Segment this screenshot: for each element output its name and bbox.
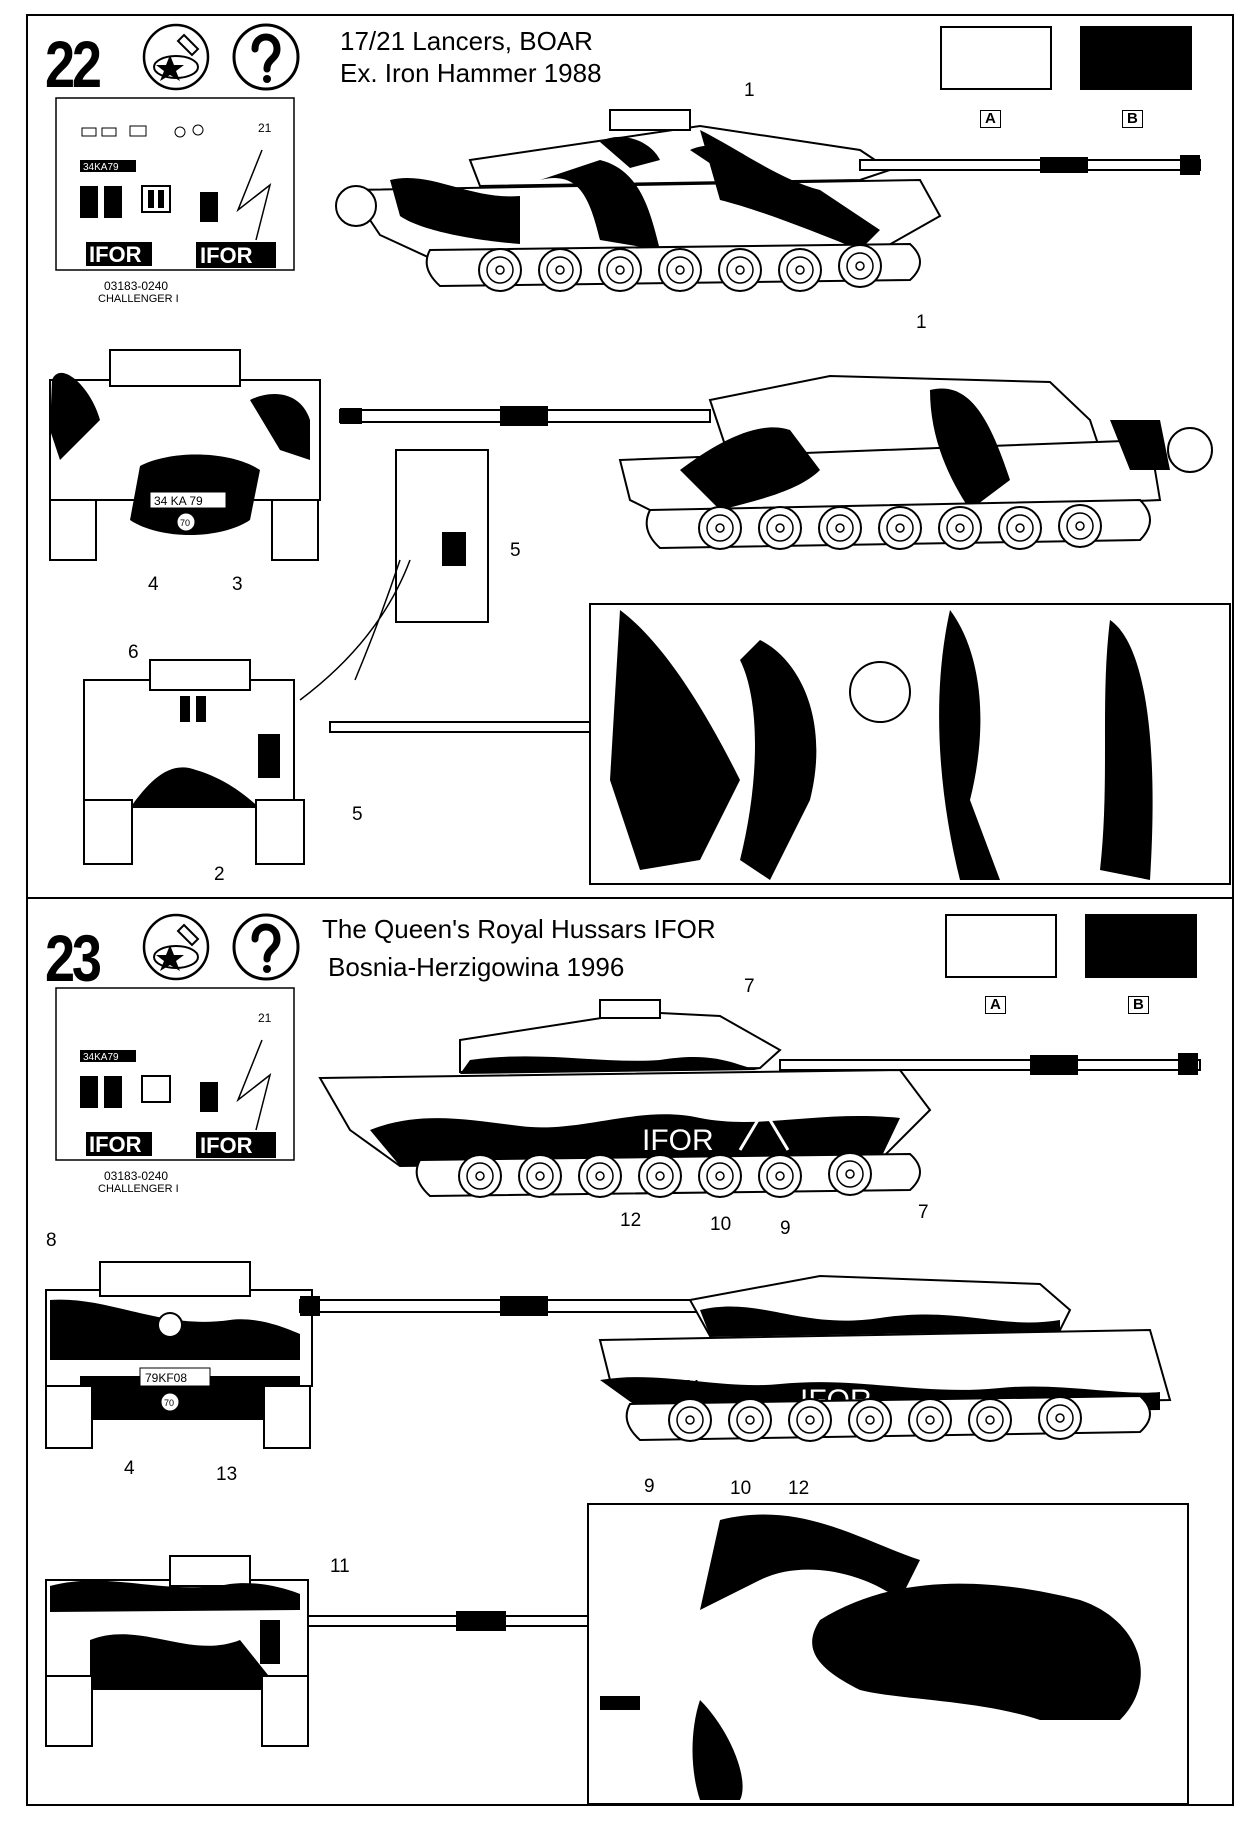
callout-10: 10 — [730, 1478, 751, 1499]
decal-number: 21 — [258, 121, 272, 135]
section-title-line1: The Queen's Royal Hussars IFOR — [322, 914, 716, 944]
decal-ifor: IFOR — [200, 1133, 253, 1158]
hull-number: 21 — [684, 1377, 701, 1394]
decal-ifor: IFOR — [89, 242, 142, 267]
section-title-line2: Bosnia-Herzigowina 1996 — [328, 952, 625, 982]
color-swatch-a — [945, 914, 1057, 978]
callout-11: 11 — [330, 1556, 350, 1577]
section-number: 22 — [45, 27, 102, 101]
decal-ifor: IFOR — [89, 1132, 142, 1157]
tank-side-view: IFOR 21 — [299, 1274, 1172, 1442]
decal-plate: 34KA79 — [83, 1052, 119, 1063]
hull-plate: 34 KA 79 — [154, 494, 203, 508]
tank-front-view: 79KF08 70 — [45, 1261, 313, 1449]
callout-13: 13 — [216, 1464, 237, 1485]
callout-6: 6 — [128, 642, 139, 663]
callout-12: 12 — [620, 1210, 641, 1231]
section-title-line1: 17/21 Lancers, BOAR — [340, 26, 593, 56]
hull-number: 21 — [818, 1119, 835, 1136]
tank-top-view — [587, 1503, 1189, 1805]
callout-2: 2 — [214, 864, 225, 885]
hull-plate: 79KF08 — [145, 1371, 187, 1385]
callout-7: 7 — [918, 1202, 929, 1223]
callout-7: 7 — [744, 976, 755, 997]
rear-detail-view — [299, 449, 489, 701]
decal-sheet-name: CHALLENGER I — [98, 293, 179, 305]
callout-5: 5 — [352, 804, 363, 825]
decal-sheet-thumbnail: 34KA79 21 IFOR IFOR — [55, 987, 295, 1161]
decal-sheet-name: CHALLENGER I — [98, 1183, 179, 1195]
question-mark-icon — [234, 915, 298, 979]
color-tag-a: A — [985, 996, 1006, 1014]
tank-side-view: IFOR 21 — [318, 999, 1201, 1198]
callout-1: 1 — [744, 80, 755, 101]
color-swatch-a — [940, 26, 1052, 90]
painting-icon — [142, 913, 210, 981]
tank-rear-view — [45, 1555, 609, 1747]
section-divider — [26, 897, 1234, 899]
color-swatch-b — [1085, 914, 1197, 978]
section-number: 23 — [45, 921, 102, 995]
decal-plate: 34KA79 — [83, 162, 119, 173]
color-swatch-b — [1080, 26, 1192, 90]
decal-number: 21 — [258, 1011, 272, 1025]
painting-icon — [142, 23, 210, 91]
tank-front-view: 34 KA 79 70 — [49, 349, 321, 561]
decal-sheet-code: 03183-0240 — [104, 279, 168, 293]
tank-rear-view — [83, 659, 726, 865]
callout-10: 10 — [710, 1214, 731, 1235]
callout-labels: 7 12 10 9 8 7 4 13 9 10 12 11 — [46, 976, 929, 1577]
callout-9: 9 — [644, 1476, 655, 1497]
callout-8: 8 — [46, 1230, 57, 1251]
callout-4: 4 — [148, 574, 159, 595]
color-tag-b: B — [1128, 996, 1149, 1014]
callout-4: 4 — [124, 1458, 135, 1479]
callout-12: 12 — [788, 1478, 809, 1499]
callout-9: 9 — [780, 1218, 791, 1239]
tank-side-view — [335, 109, 1201, 292]
callout-3: 3 — [232, 574, 243, 595]
decal-sheet-thumbnail: 34KA79 21 IFOR IFOR — [55, 97, 295, 271]
color-tag-b: B — [1122, 110, 1143, 128]
color-tag-a: A — [980, 110, 1001, 128]
decal-ifor: IFOR — [200, 243, 253, 268]
section-title-line2: Ex. Iron Hammer 1988 — [340, 58, 602, 88]
question-mark-icon — [234, 25, 298, 89]
tank-top-view — [589, 603, 1231, 885]
callout-labels: 1 1 4 3 5 6 5 2 — [128, 80, 927, 885]
decal-sheet-code: 03183-0240 — [104, 1169, 168, 1183]
roundel: 70 — [180, 518, 190, 528]
callout-1: 1 — [916, 312, 927, 333]
hull-ifor-marking: IFOR — [642, 1124, 714, 1157]
roundel: 70 — [164, 1398, 174, 1408]
callout-5: 5 — [510, 540, 521, 561]
tank-side-view — [339, 374, 1213, 550]
